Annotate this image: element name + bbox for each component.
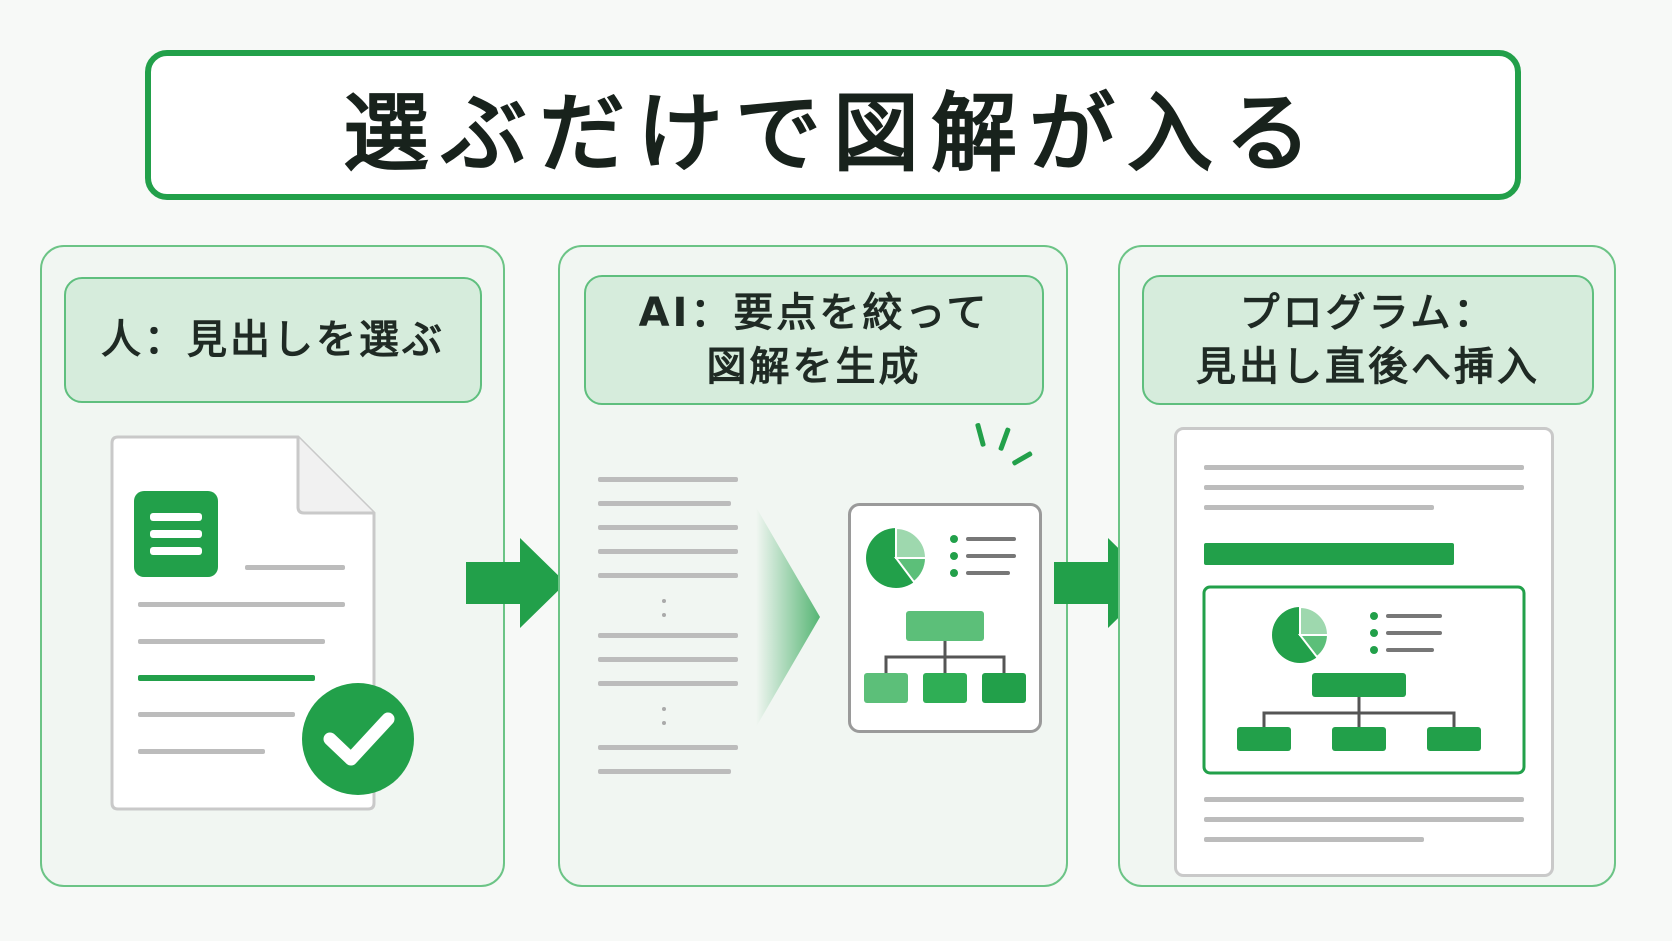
generated-diagram-card xyxy=(848,503,1042,733)
step-header-insert: プログラム： 見出し直後へ挿入 xyxy=(1142,275,1594,405)
source-text-lines xyxy=(598,477,738,774)
step-panel-insert: プログラム： 見出し直後へ挿入 xyxy=(1118,245,1616,887)
checkmark-icon xyxy=(302,683,414,795)
title-banner: 選ぶだけで図解が入る xyxy=(145,50,1521,200)
step-header-select: 人：見出しを選ぶ xyxy=(64,277,482,403)
pie-chart-icon xyxy=(866,526,928,588)
arrow-right-icon xyxy=(466,538,566,628)
step-label-line: 図解を生成 xyxy=(706,344,922,390)
org-chart-icon xyxy=(1237,673,1481,751)
step-label-line: 人：見出しを選ぶ xyxy=(101,317,445,363)
process-funnel-icon xyxy=(756,507,820,727)
org-chart-icon xyxy=(864,611,1026,703)
document-list-icon xyxy=(134,491,218,577)
document-icon xyxy=(110,435,414,811)
pie-chart-icon xyxy=(1272,605,1330,663)
step-label-line: プログラム： xyxy=(1239,290,1497,336)
page-title: 選ぶだけで図解が入る xyxy=(343,83,1323,184)
step-label-line: AI：要点を絞って xyxy=(638,290,990,336)
step-label-line: 見出し直後へ挿入 xyxy=(1196,344,1540,390)
heading-bar xyxy=(1204,543,1454,565)
output-document-icon xyxy=(1174,427,1554,877)
step-panel-select: 人：見出しを選ぶ xyxy=(40,245,505,887)
step-panel-generate: AI：要点を絞って 図解を生成 xyxy=(558,245,1068,887)
sparkle-icon xyxy=(975,423,1033,466)
step-header-generate: AI：要点を絞って 図解を生成 xyxy=(584,275,1044,405)
